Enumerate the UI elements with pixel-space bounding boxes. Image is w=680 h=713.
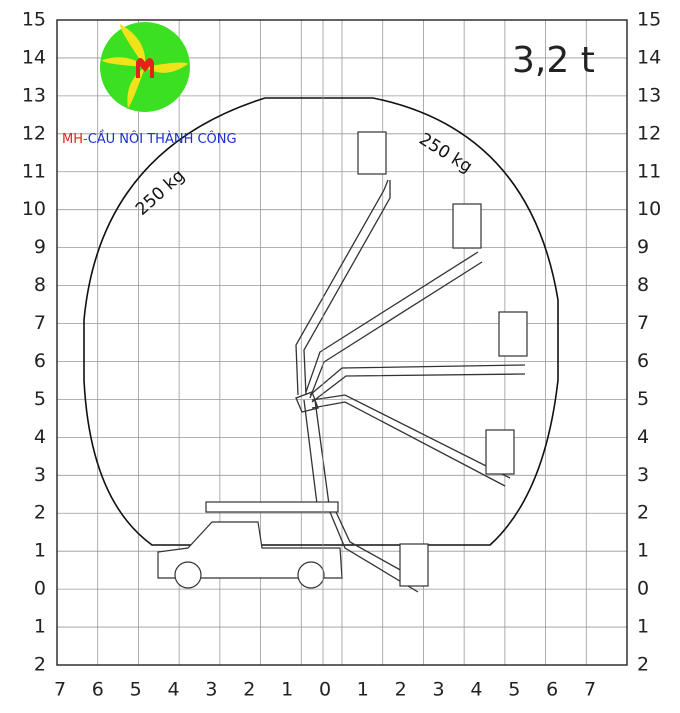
truck-rack [205, 501, 339, 513]
y-tick-label-left: 2 [34, 654, 46, 676]
boom-arm-below-ground [329, 511, 423, 593]
x-tick-label: 2 [243, 679, 255, 701]
y-tick-label-left: 12 [22, 122, 46, 144]
brand-prefix: MH- [62, 132, 88, 147]
x-tick-label: 7 [584, 679, 596, 701]
y-tick-label-left: 11 [22, 160, 46, 182]
y-tick-label-left: 14 [22, 46, 46, 68]
load-label-left: 250 kg [132, 166, 189, 220]
y-tick-label-right: 1 [637, 616, 649, 638]
y-tick-label-left: 2 [34, 502, 46, 524]
truck-rear-wheel [297, 561, 325, 589]
brand-logo [100, 22, 190, 112]
y-tick-label-left: 10 [22, 198, 46, 220]
x-tick-label: 4 [168, 679, 180, 701]
working-envelope [83, 97, 559, 546]
y-tick-label-right: 13 [637, 84, 661, 106]
y-tick-label-left: 8 [34, 274, 46, 296]
y-tick-label-right: 11 [637, 160, 661, 182]
basket-lower-right [485, 429, 515, 475]
y-tick-label-right: 3 [637, 464, 649, 486]
x-tick-label: 5 [508, 679, 520, 701]
y-tick-label-left: 5 [34, 388, 46, 410]
y-tick-label-right: 7 [637, 312, 649, 334]
boom-arm-vertical [295, 179, 391, 396]
y-tick-label-left: 13 [22, 84, 46, 106]
x-tick-label: 3 [205, 679, 217, 701]
basket-middle [498, 311, 528, 357]
boom-column [295, 391, 331, 513]
x-tick-label: 7 [54, 679, 66, 701]
x-tick-label: 1 [357, 679, 369, 701]
basket-top [357, 131, 387, 175]
y-tick-label-right: 5 [637, 388, 649, 410]
x-tick-label: 4 [470, 679, 482, 701]
x-tick-label: 6 [546, 679, 558, 701]
brand-name: MH-CẦU NÔI THÀNH CÔNG [62, 132, 237, 147]
truck-body [157, 521, 343, 579]
grid-lines [57, 20, 627, 665]
y-tick-label-right: 10 [637, 198, 661, 220]
y-tick-label-right: 12 [637, 122, 661, 144]
x-tick-label: 0 [319, 679, 331, 701]
y-tick-label-right: 8 [637, 274, 649, 296]
y-tick-label-right: 0 [637, 578, 649, 600]
y-tick-label-right: 1 [637, 540, 649, 562]
x-tick-label: 6 [92, 679, 104, 701]
y-tick-label-right: 14 [637, 46, 661, 68]
boom-arm-upper [305, 251, 483, 399]
x-tick-label: 3 [433, 679, 445, 701]
y-tick-label-right: 15 [637, 9, 661, 31]
y-tick-label-left: 4 [34, 426, 46, 448]
baskets [357, 131, 528, 587]
y-tick-label-right: 6 [637, 350, 649, 372]
y-tick-label-left: 0 [34, 578, 46, 600]
y-tick-label-left: 9 [34, 236, 46, 258]
x-tick-label: 5 [130, 679, 142, 701]
y-tick-label-left: 6 [34, 350, 46, 372]
x-axis: 7 6 5 4 3 2 1 0 1 2 3 4 5 6 7 [54, 679, 596, 701]
truck-front-wheel [174, 561, 202, 589]
boom-positions [295, 179, 526, 593]
capacity-label: 3,2 t [512, 40, 595, 81]
basket-upper-right [452, 203, 482, 249]
chart-frame [56, 19, 628, 666]
y-tick-label-left: 3 [34, 464, 46, 486]
y-tick-label-left: 1 [34, 540, 46, 562]
logo-mark [136, 58, 154, 78]
x-tick-label: 1 [281, 679, 293, 701]
y-tick-label-right: 2 [637, 654, 649, 676]
y-tick-label-right: 4 [637, 426, 649, 448]
x-tick-label: 2 [395, 679, 407, 701]
basket-ground [399, 543, 429, 587]
y-tick-label-right: 2 [637, 502, 649, 524]
brand-title: CẦU NÔI THÀNH CÔNG [87, 132, 237, 147]
y-tick-label-right: 9 [637, 236, 649, 258]
truck [157, 501, 343, 589]
y-tick-label-left: 1 [34, 616, 46, 638]
y-tick-label-left: 15 [22, 9, 46, 31]
y-tick-label-left: 7 [34, 312, 46, 334]
